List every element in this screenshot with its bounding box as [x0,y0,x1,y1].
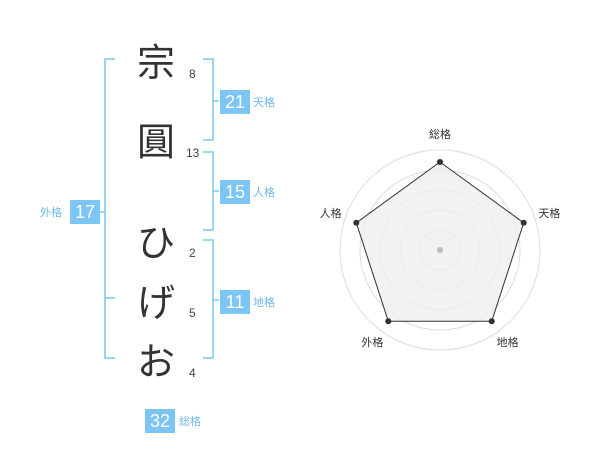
radar-grid-ring-5 [339,149,541,351]
chikaku-label: 地格 [253,296,275,309]
radar-point-4 [385,318,392,325]
radar-point-5 [353,219,360,226]
radar-center-dot [437,247,443,253]
radar-point-2 [520,219,527,226]
radar-point-1 [437,159,443,165]
stroke-count-3: 2 [189,246,196,260]
name-char-1: 宗 [137,41,176,85]
gaikaku-label: 外格 [40,206,62,219]
radar-axis-label-2: 天格 [538,207,561,221]
soukaku-label: 総格 [179,415,201,428]
radar-axis-label-5: 人格 [319,207,342,221]
tenkaku-value-badge: 21 [220,90,250,114]
tenkaku-label: 天格 [253,96,275,109]
outer-bracket [104,58,115,359]
radar-axis-label-3: 地格 [496,336,519,350]
jinkaku-value-badge: 15 [220,180,250,204]
name-char-2: 圓 [137,120,176,164]
soukaku-value-badge: 32 [145,409,175,433]
radar-axis-label-4: 外格 [361,336,384,350]
chikaku-bracket [203,239,214,359]
stroke-count-2: 13 [186,146,200,160]
name-char-3: ひ [137,221,176,265]
gaikaku-value-badge: 17 [70,200,100,224]
stroke-count-1: 8 [189,67,196,81]
name-char-5: お [137,340,176,384]
radar-data-polygon [355,161,525,322]
stroke-count-5: 4 [189,366,196,380]
radar-axis-label-1: 総格 [429,128,451,141]
name-char-4: げ [137,281,176,325]
tenkaku-bracket [203,58,214,141]
jinkaku-label: 人格 [253,186,275,199]
radar-data-points [353,159,527,325]
radar-point-3 [488,318,495,325]
chikaku-value-badge: 11 [220,290,250,314]
stroke-count-4: 5 [189,306,196,320]
